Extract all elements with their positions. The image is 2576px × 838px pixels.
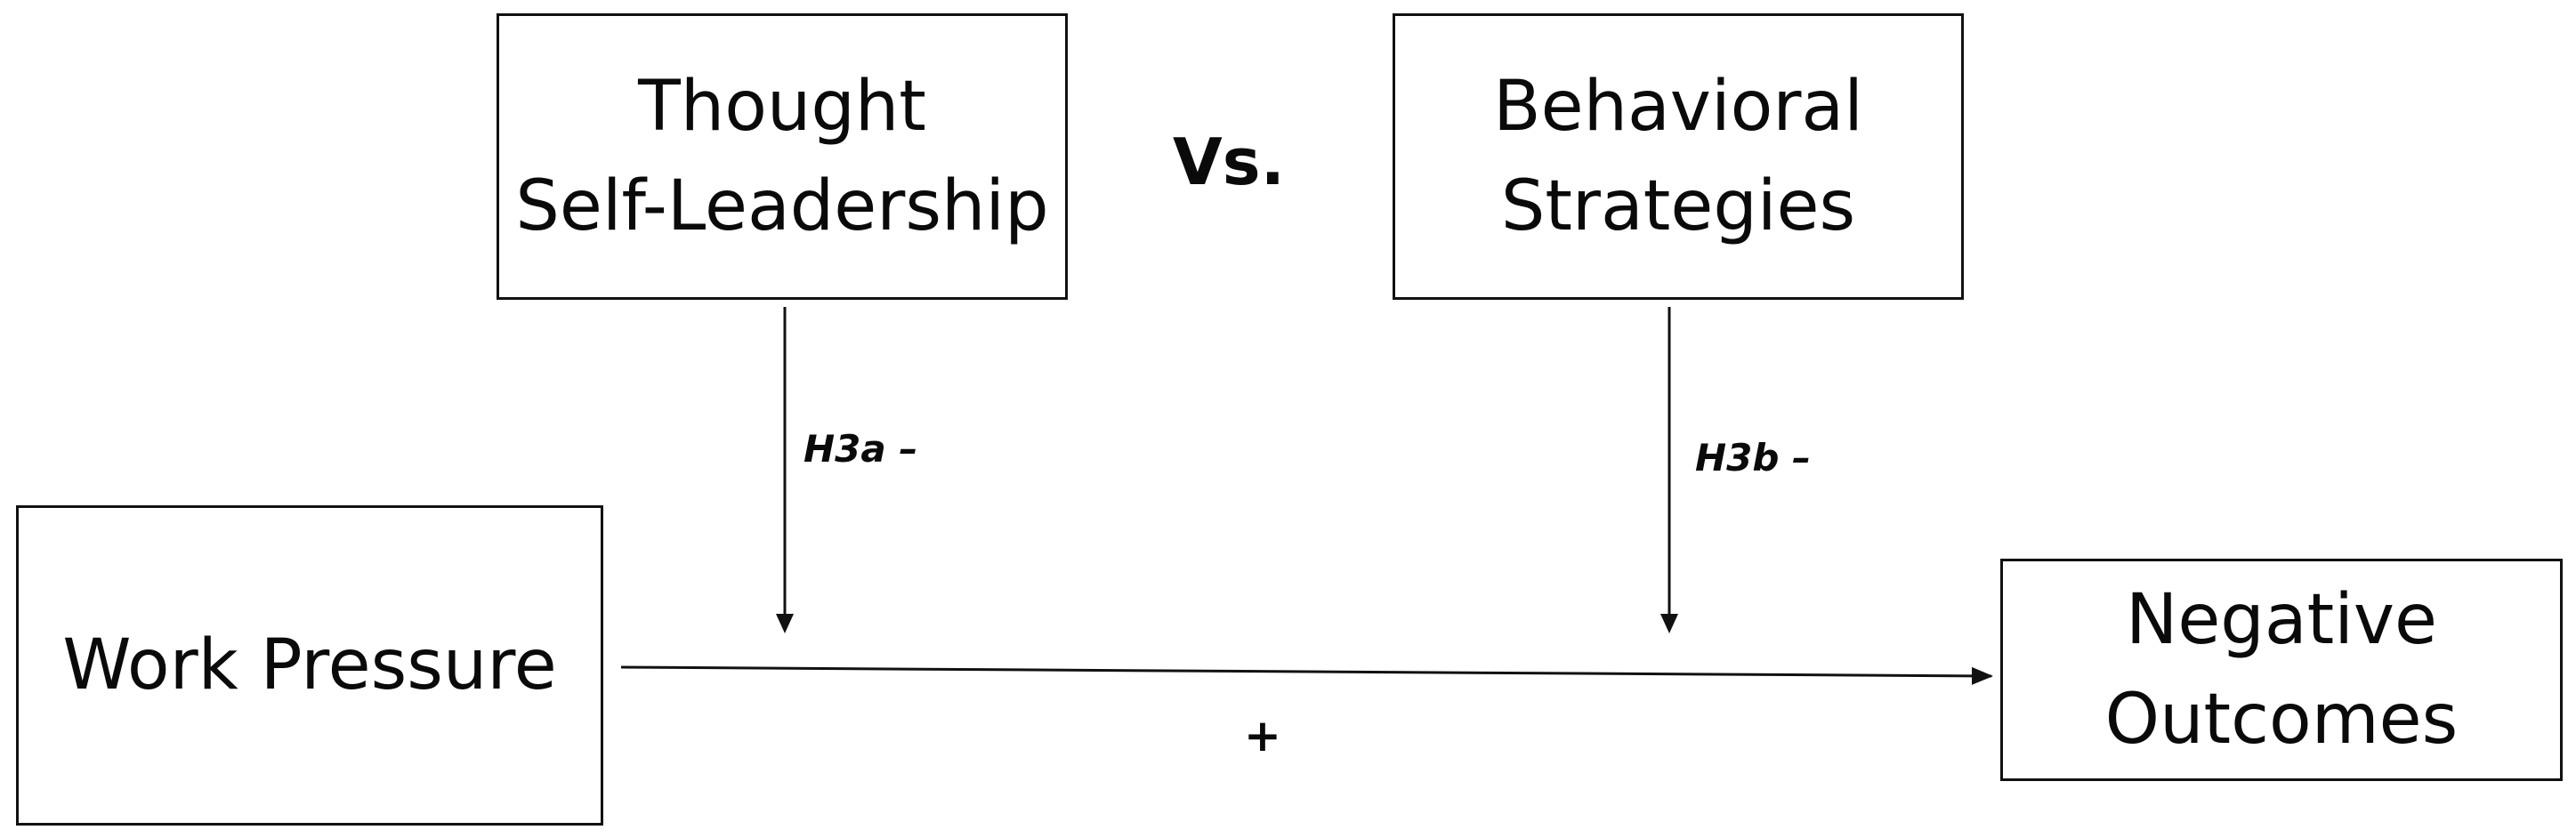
h3a-arrowhead xyxy=(776,614,794,633)
main-path-arrow xyxy=(620,665,1993,685)
negative-box-line2: Outcomes xyxy=(2104,680,2459,760)
behavioral-strategies-box: Behavioral Strategies xyxy=(1393,13,1964,300)
h3a-hypothesis-label: H3a – xyxy=(803,427,918,471)
work-pressure-box: Work Pressure xyxy=(16,505,603,826)
thought-self-leadership-box: Thought Self-Leadership xyxy=(497,13,1068,300)
h3b-arrowhead xyxy=(1660,614,1678,633)
versus-label: Vs. xyxy=(1173,125,1285,199)
thought-box-line2: Self-Leadership xyxy=(515,166,1049,246)
negative-outcomes-box: Negative Outcomes xyxy=(2000,559,2563,781)
behavioral-box-line2: Strategies xyxy=(1500,166,1856,246)
thought-box-line1: Thought xyxy=(638,67,926,147)
main-path-sign-label: + xyxy=(1244,710,1281,761)
h3b-hypothesis-label: H3b – xyxy=(1695,436,1812,479)
behavioral-box-line1: Behavioral xyxy=(1493,67,1863,147)
negative-box-line1: Negative xyxy=(2125,580,2438,660)
work-pressure-label: Work Pressure xyxy=(62,625,557,705)
